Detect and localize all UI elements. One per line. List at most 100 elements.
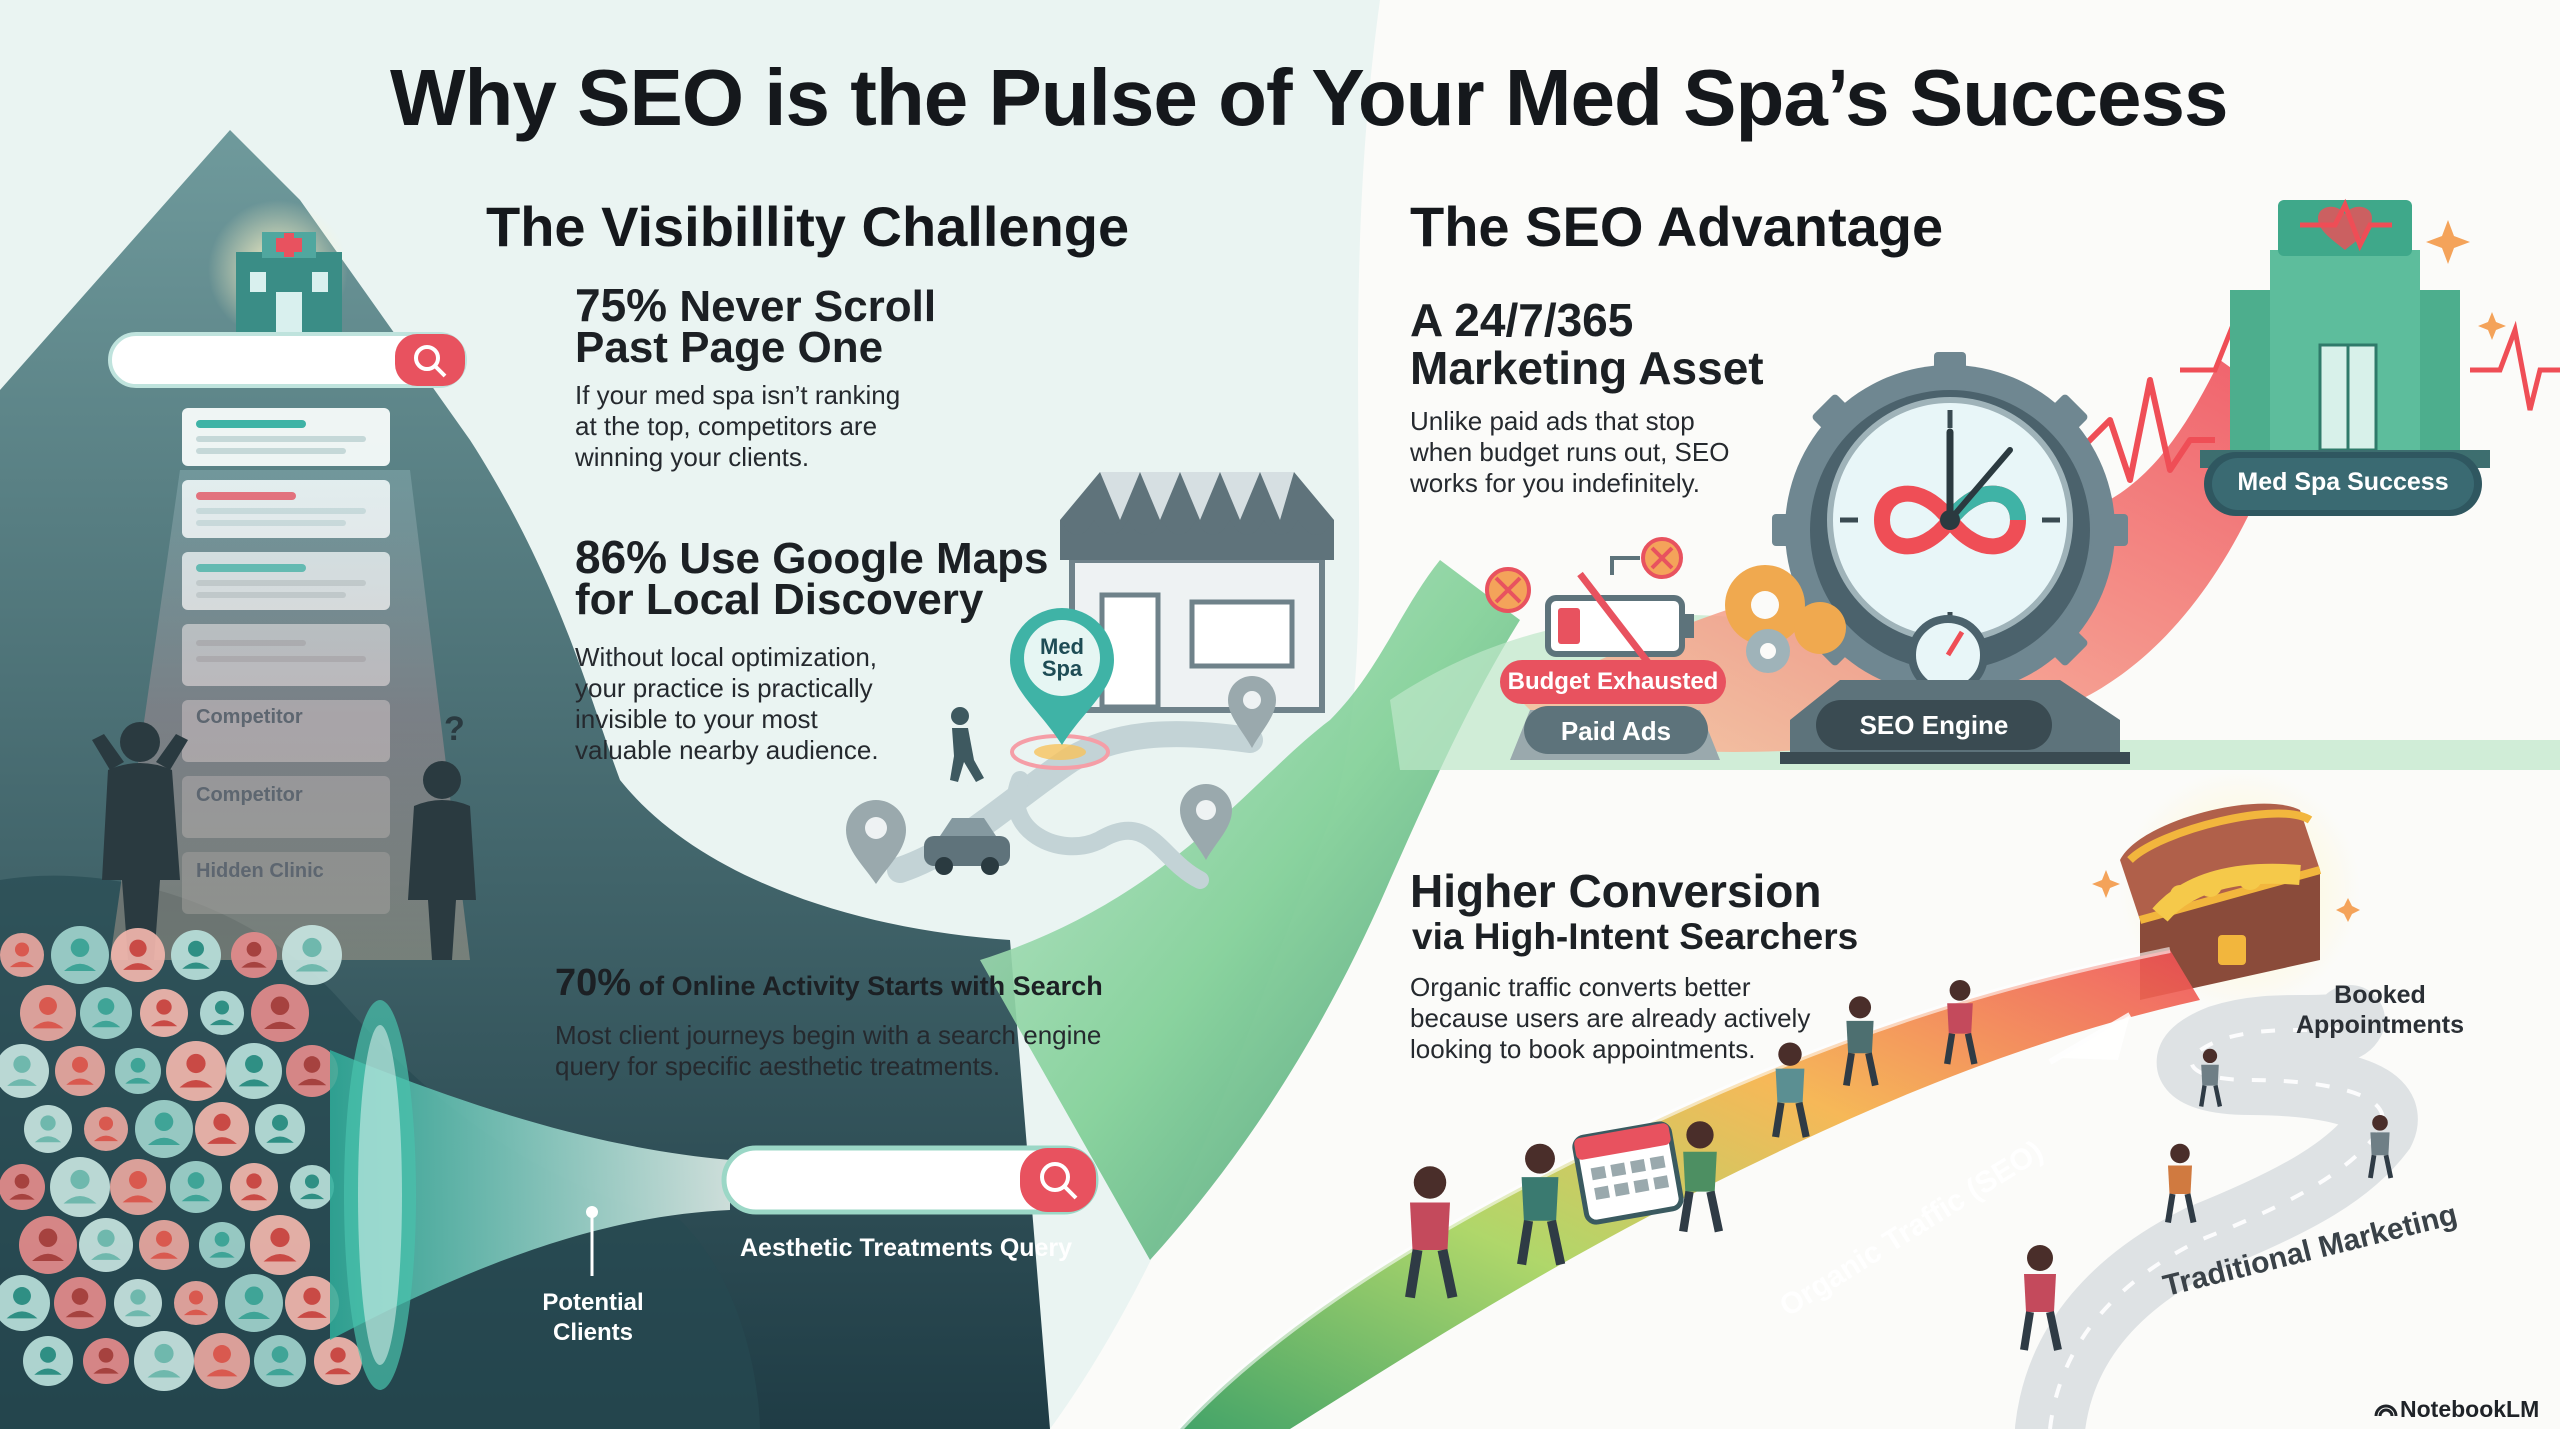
person-avatar-body — [240, 1194, 268, 1201]
page-title: Why SEO is the Pulse of Your Med Spa’s S… — [390, 53, 2229, 142]
person-avatar-head — [272, 1114, 288, 1131]
conversion-body-line: because users are already actively — [1410, 1003, 1811, 1033]
person-avatar-body — [295, 964, 329, 972]
person-avatar-body — [206, 1369, 238, 1377]
stat-86-body-line: valuable nearby audience. — [575, 735, 879, 765]
person-avatar-head — [214, 1000, 230, 1015]
stat-86-headline-2: for Local Discovery — [575, 575, 984, 624]
asset-body-line: when budget runs out, SEO — [1410, 437, 1730, 467]
result-label-hidden-clinic: Hidden Clinic — [196, 860, 324, 882]
query-label: Aesthetic Treatments Query — [740, 1234, 1073, 1262]
stat-86-body-line: Without local optimization, — [575, 642, 878, 672]
right-heading: The SEO Advantage — [1410, 195, 1944, 258]
person-head — [2170, 1143, 2190, 1164]
person-avatar-head — [129, 1171, 147, 1189]
stat-86-headline: Use Google Maps — [679, 534, 1049, 583]
person-avatar-body — [34, 1136, 62, 1143]
person-avatar-body — [66, 1078, 94, 1085]
person-avatar-body — [266, 1136, 294, 1143]
map-pin-label: Med Spa — [1040, 634, 1084, 681]
person-avatar-body — [91, 1020, 121, 1028]
conversion-body-line: Organic traffic converts better — [1410, 972, 1751, 1002]
asset-body-line: works for you indefinitely. — [1410, 468, 1700, 498]
person-avatar-head — [271, 1346, 289, 1363]
person-legs — [2368, 1154, 2394, 1179]
person-avatar-head — [154, 1112, 174, 1132]
person-avatar-head — [71, 1288, 89, 1305]
person-avatar-body — [122, 1195, 154, 1203]
person-legs — [1944, 1032, 1978, 1065]
person-avatar-head — [302, 937, 322, 958]
person-avatar-body — [297, 1078, 327, 1086]
stat-75-headline: Never Scroll — [679, 282, 937, 331]
person-avatar-body — [150, 1020, 178, 1027]
person-head — [1949, 980, 1971, 1001]
person-body — [2201, 1064, 2219, 1086]
person-avatar-body — [93, 1367, 119, 1374]
person-avatar-body — [299, 1193, 325, 1200]
person-avatar-head — [14, 1173, 30, 1189]
stat-75-body: If your med spa isn’t ranking at the top… — [575, 380, 900, 473]
person-avatar-body — [263, 1254, 297, 1262]
person-body — [2370, 1132, 2390, 1156]
person-avatar-body — [264, 1021, 296, 1029]
person-avatar-body — [147, 1370, 181, 1378]
person-avatar-body — [183, 1309, 209, 1316]
person-avatar-head — [214, 1231, 230, 1247]
person-legs — [2020, 1311, 2062, 1351]
booked-appointments-label: Booked Appointments — [2270, 980, 2490, 1040]
person-avatar-body — [6, 1311, 38, 1319]
stat-75-value: 75% — [575, 279, 668, 331]
person-avatar-head — [129, 939, 147, 957]
person-avatar-body — [93, 1135, 119, 1142]
person-legs — [2199, 1085, 2223, 1107]
person-avatar-body — [32, 1253, 64, 1261]
stat-86: 86% Use Google Maps for Local Discovery — [575, 534, 1049, 622]
person-avatar-head — [246, 941, 262, 957]
person-head — [1413, 1166, 1447, 1199]
person-head — [2027, 1245, 2053, 1271]
potential-clients-line: Clients — [552, 1319, 633, 1346]
person-avatar-head — [188, 1290, 204, 1305]
person-avatar-body — [238, 1311, 270, 1319]
person-avatar-head — [213, 1113, 231, 1131]
person-avatar-head — [213, 1345, 231, 1363]
asset-body: Unlike paid ads that stop when budget ru… — [1410, 406, 1729, 499]
person-avatar-body — [9, 1193, 35, 1200]
stat-75-body-line: at the top, competitors are — [575, 411, 878, 441]
stat-86-body-line: your practice is practically — [575, 673, 873, 703]
person-avatar-head — [14, 942, 30, 957]
stat-70-body-line: Most client journeys begin with a search… — [555, 1020, 1102, 1050]
person-avatar-head — [130, 1057, 146, 1073]
potential-clients-label: Potential Clients — [532, 1288, 654, 1348]
person-avatar-head — [156, 1230, 172, 1247]
person-avatar-head — [40, 1115, 56, 1131]
svg-text:?: ? — [444, 710, 465, 748]
person-avatar-head — [246, 1173, 262, 1189]
person-avatar-head — [38, 1228, 58, 1248]
person-avatar-body — [123, 963, 153, 970]
asset-body-line: Unlike paid ads that stop — [1410, 406, 1695, 436]
result-label-competitor: Competitor — [196, 706, 303, 728]
person-head — [1778, 1042, 1802, 1066]
asset-headline-line: Marketing Asset — [1410, 342, 1764, 394]
person-head — [1686, 1121, 1714, 1149]
person-avatar-head — [97, 1229, 115, 1247]
stat-75-body-line: winning your clients. — [575, 442, 810, 472]
stat-86-body: Without local optimization, your practic… — [575, 642, 879, 766]
person-avatar-body — [179, 1080, 213, 1088]
stat-75: 75% Never Scroll Past Page One — [575, 282, 937, 370]
person-avatar-body — [297, 1311, 327, 1318]
notebooklm-brand: NotebookLM — [2400, 1396, 2540, 1422]
booked-appointments-line: Appointments — [2295, 1011, 2465, 1039]
stat-70-body: Most client journeys begin with a search… — [555, 1020, 1101, 1082]
person-legs — [1772, 1102, 1810, 1138]
person-body — [1683, 1151, 1717, 1192]
person-legs — [2165, 1193, 2197, 1224]
person-avatar-body — [181, 1194, 211, 1202]
person-avatar-head — [270, 996, 290, 1016]
person-avatar-body — [265, 1368, 295, 1376]
person-avatar-body — [150, 1252, 178, 1259]
